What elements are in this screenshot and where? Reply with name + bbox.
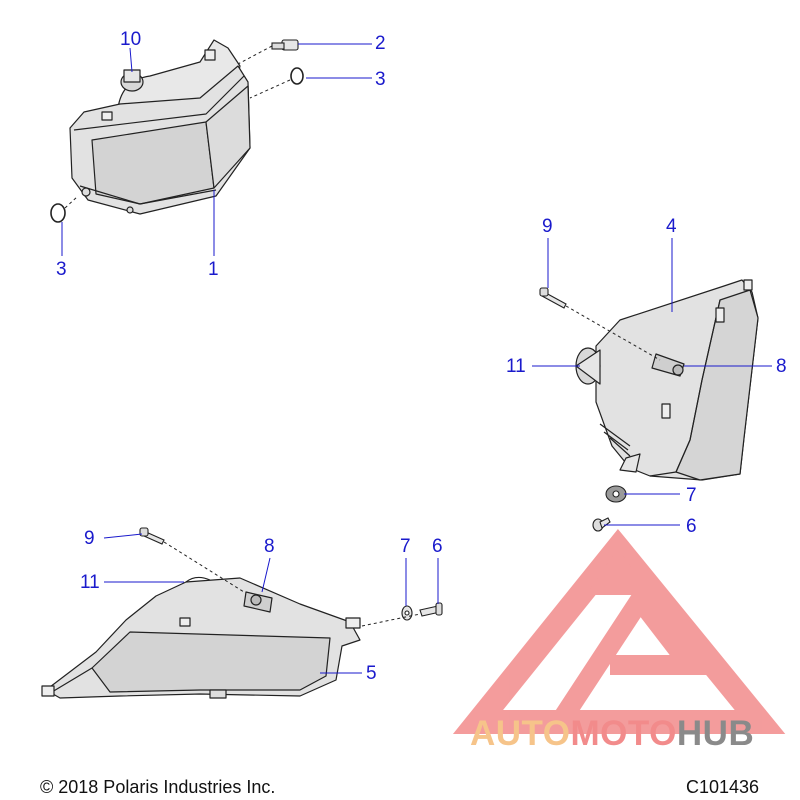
headlight-assembly-right [575, 279, 759, 481]
callout-11-right: 11 [506, 356, 526, 377]
headlight-assembly-top [69, 39, 251, 215]
callout-9-bottom: 9 [84, 528, 95, 549]
callout-6-right: 6 [686, 516, 697, 537]
watermark-hub: HUB [676, 714, 755, 753]
screw-part-6-right [592, 517, 611, 532]
watermark-auto: AUTO [470, 714, 571, 753]
headlight-assembly-bottom [41, 576, 361, 699]
diagram-code: C101436 [686, 777, 760, 797]
bolt-part-9-bottom [139, 527, 165, 545]
leader-lines [61, 43, 772, 674]
callout-7-bottom: 7 [400, 536, 411, 557]
callout-2: 2 [375, 33, 386, 54]
callout-1: 1 [208, 259, 219, 280]
screw-part-6-bottom [419, 602, 443, 617]
watermark-moto: MOTO [570, 714, 677, 753]
bolt-part-9-right [539, 287, 567, 309]
callout-4: 4 [666, 216, 677, 237]
screw-part-2 [271, 39, 299, 51]
callout-11-bottom: 11 [80, 572, 100, 593]
callout-8-right: 8 [776, 356, 787, 377]
copyright-text: © 2018 Polaris Industries Inc. [40, 777, 276, 797]
callout-9-right: 9 [542, 216, 553, 237]
callout-6-bottom: 6 [432, 536, 443, 557]
callout-10: 10 [120, 29, 142, 50]
callout-3-top: 3 [375, 69, 386, 90]
watermark-text: AUTOMOTOHUB [470, 716, 754, 751]
grommet-part-3-top [290, 67, 304, 85]
callout-5: 5 [366, 663, 377, 684]
grommet-part-3-left [50, 203, 66, 223]
watermark-logo [452, 528, 786, 734]
callout-8-bottom: 8 [264, 536, 275, 557]
nut-part-7-right [605, 485, 627, 503]
callout-3-left: 3 [56, 259, 67, 280]
callout-7-right: 7 [686, 485, 697, 506]
